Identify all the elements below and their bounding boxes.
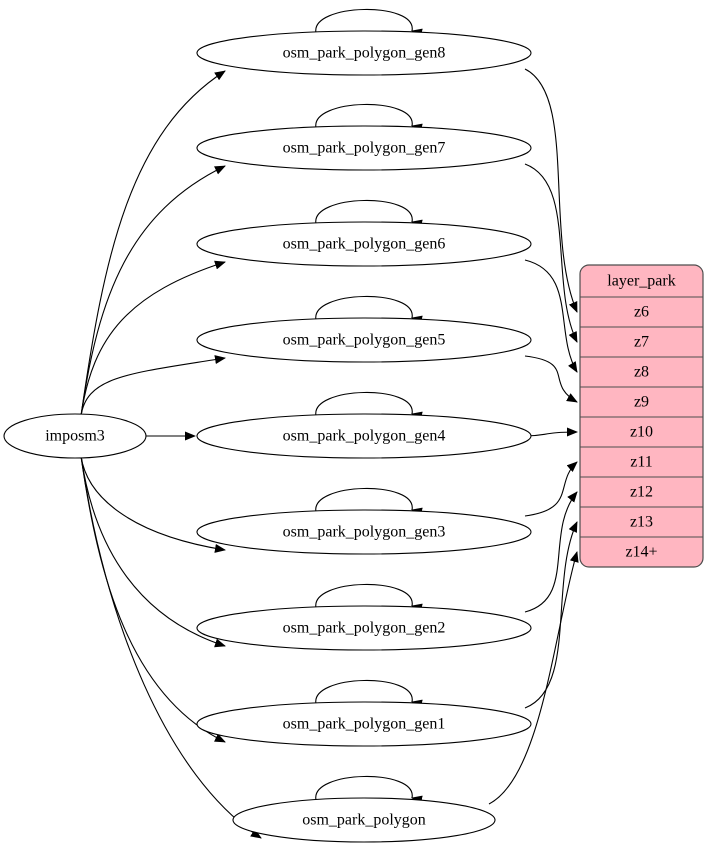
- table-row-label: z10: [630, 424, 653, 441]
- node-label: osm_park_polygon_gen8: [283, 45, 446, 62]
- process-node-gen1[interactable]: osm_park_polygon_gen1: [196, 701, 532, 747]
- node-ellipse: [196, 413, 532, 459]
- node-ellipse: [196, 221, 532, 267]
- edge-imposm3-to-gen3: [80, 455, 226, 553]
- self-loop-edge: [315, 295, 423, 325]
- node-label: osm_park_polygon: [302, 812, 426, 829]
- table-row-z13[interactable]: z13: [630, 514, 653, 531]
- table-row-z7[interactable]: z7: [634, 334, 649, 351]
- edge-imposm3-to-gen1: [80, 455, 226, 743]
- node-label: osm_park_polygon_gen4: [283, 428, 446, 445]
- edge-imposm3-to-gen5: [80, 355, 226, 417]
- self-loop-edge: [315, 199, 423, 229]
- table-row-label: z7: [634, 334, 649, 351]
- edge-gen7-to-z7: [524, 163, 578, 343]
- self-loop-edge: [315, 583, 423, 613]
- self-loop-edge: [315, 8, 423, 38]
- node-label: osm_park_polygon_gen5: [283, 332, 446, 349]
- source-node-label: imposm3: [45, 428, 105, 445]
- self-loop-edge: [315, 103, 423, 133]
- layer-park-table: layer_park z6 z7 z8 z9 z10 z11 z12 z13 z14+: [579, 264, 704, 568]
- node-label: osm_park_polygon_gen7: [283, 140, 446, 157]
- self-loop-edge: [315, 391, 423, 421]
- node-ellipse: [196, 125, 532, 171]
- source-node-imposm3[interactable]: imposm3: [3, 413, 147, 459]
- table-row-label: z14+: [625, 544, 657, 561]
- process-node-gen3[interactable]: osm_park_polygon_gen3: [196, 509, 532, 555]
- edge-gen4-to-z10: [524, 427, 578, 437]
- table-row-z14+[interactable]: z14+: [625, 544, 657, 561]
- table-row-z12[interactable]: z12: [630, 484, 653, 501]
- edges-source-to-process: [80, 70, 262, 839]
- node-label: osm_park_polygon_gen2: [283, 620, 446, 637]
- node-label: osm_park_polygon_gen1: [283, 716, 446, 733]
- process-node-gen2[interactable]: osm_park_polygon_gen2: [196, 605, 532, 651]
- table-row-label: z13: [630, 514, 653, 531]
- table-row-z9[interactable]: z9: [634, 394, 649, 411]
- table-row-z11[interactable]: z11: [630, 454, 653, 471]
- table-row-z8[interactable]: z8: [634, 364, 649, 381]
- edges-process-to-table: [488, 68, 579, 805]
- process-node-gen7[interactable]: osm_park_polygon_gen7: [196, 125, 532, 171]
- edge-gen1-to-z13: [524, 521, 578, 709]
- table-body: [579, 264, 704, 568]
- source-node: imposm3: [3, 413, 147, 459]
- edge-base-to-z14+: [488, 551, 579, 805]
- process-node-gen6[interactable]: osm_park_polygon_gen6: [196, 221, 532, 267]
- table-row-label: z9: [634, 394, 649, 411]
- node-ellipse: [196, 509, 532, 555]
- edge-gen2-to-z12: [524, 491, 578, 613]
- edge-imposm3-to-gen6: [80, 260, 226, 417]
- edge-gen5-to-z9: [524, 355, 578, 403]
- process-node-gen5[interactable]: osm_park_polygon_gen5: [196, 317, 532, 363]
- node-label: osm_park_polygon_gen6: [283, 236, 446, 253]
- edge-gen6-to-z8: [524, 259, 578, 373]
- process-nodes: osm_park_polygon_gen8 osm_park_polygon_ge…: [196, 30, 532, 843]
- node-label: osm_park_polygon_gen3: [283, 524, 446, 541]
- table-row-z6[interactable]: z6: [634, 304, 649, 321]
- table-row-label: z6: [634, 304, 649, 321]
- node-ellipse: [196, 30, 532, 76]
- process-node-gen4[interactable]: osm_park_polygon_gen4: [196, 413, 532, 459]
- node-ellipse: [196, 605, 532, 651]
- table-row-z10[interactable]: z10: [630, 424, 653, 441]
- source-node-ellipse: [3, 413, 147, 459]
- table-row-label: z11: [630, 454, 653, 471]
- node-ellipse: [196, 701, 532, 747]
- node-ellipse: [196, 317, 532, 363]
- self-loop-edge: [315, 775, 423, 805]
- edge-imposm3-to-gen7: [80, 165, 226, 417]
- self-loop-edge: [315, 487, 423, 517]
- process-node-gen8[interactable]: osm_park_polygon_gen8: [196, 30, 532, 76]
- edge-imposm3-to-gen2: [80, 455, 226, 648]
- edge-imposm3-to-base: [80, 455, 262, 839]
- table-row-label: z12: [630, 484, 653, 501]
- edge-gen8-to-z6: [524, 68, 578, 313]
- self-loop-edge: [315, 679, 423, 709]
- self-loop-edges: [315, 8, 423, 805]
- edge-imposm3-to-gen8: [80, 70, 226, 417]
- table-row-label: z8: [634, 364, 649, 381]
- node-ellipse: [232, 797, 496, 843]
- table-header-label: layer_park: [607, 273, 675, 290]
- edge-gen3-to-z11: [524, 461, 578, 517]
- process-node-base[interactable]: osm_park_polygon: [232, 797, 496, 843]
